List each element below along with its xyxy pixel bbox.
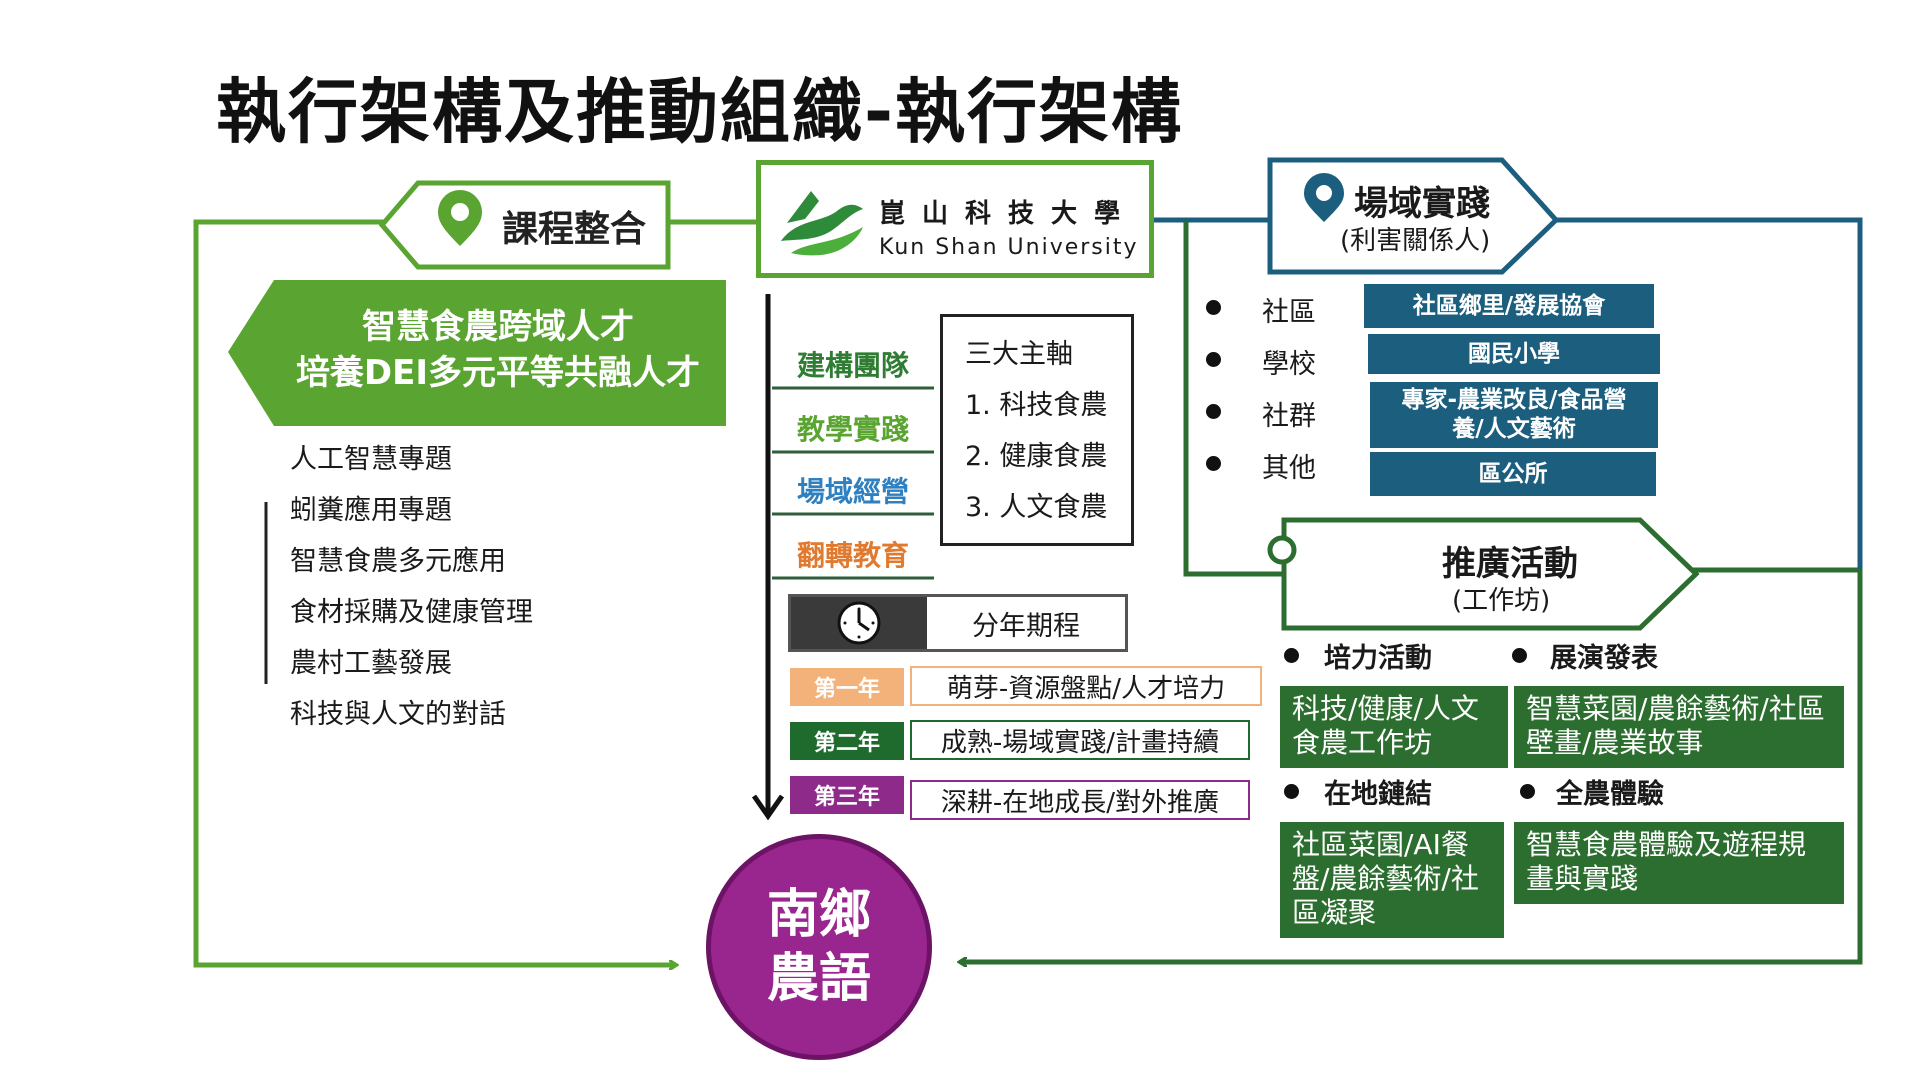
stakeholder-label: 社群	[1262, 401, 1316, 432]
stakeholder-label: 社區	[1262, 297, 1316, 328]
year-badge: 第三年	[790, 776, 904, 814]
activity-label: 展演發表	[1550, 643, 1658, 674]
list-item: 農村工藝發展	[290, 648, 452, 679]
team-label: 教學實踐	[796, 413, 909, 446]
stakeholder-box: 國民小學	[1368, 334, 1660, 374]
university-name-en: Kun Shan University	[879, 235, 1139, 260]
list-item: 智慧食農多元應用	[290, 546, 506, 577]
team-label: 建構團隊	[796, 349, 909, 382]
university-logo-box: 崑山科技大學 Kun Shan University	[756, 160, 1154, 278]
stakeholder-box: 社區鄉里/發展協會	[1364, 284, 1654, 328]
clock-cell	[791, 597, 927, 649]
activity-box: 智慧食農體驗及遊程規畫與實踐	[1514, 822, 1844, 904]
axes-title: 三大主軸	[965, 339, 1073, 370]
list-item: 食材採購及健康管理	[290, 597, 533, 628]
ring-icon	[1267, 535, 1297, 565]
stakeholder-label: 其他	[1262, 453, 1316, 484]
goal-line-1: 智慧食農跨域人才	[362, 307, 634, 347]
activity-box: 智慧菜園/農餘藝術/社區壁畫/農業故事	[1514, 686, 1844, 768]
year-text: 深耕-在地成長/對外推廣	[910, 780, 1250, 820]
bullet	[1520, 784, 1535, 799]
bullet	[1284, 648, 1299, 663]
activity-label: 培力活動	[1324, 643, 1432, 674]
university-logo-icon	[781, 191, 863, 256]
center-circle: 南鄉 農語	[706, 834, 932, 1060]
stakeholder-box: 專家-農業改良/食品營養/人文藝術	[1370, 382, 1658, 448]
goal-line-2: 培養DEI多元平等共融人才	[295, 353, 701, 393]
bullet	[1206, 456, 1221, 471]
page-title: 執行架構及推動組織-執行架構	[216, 71, 1184, 153]
course-label: 課程整合	[502, 209, 647, 250]
goal-banner	[228, 280, 726, 426]
location-pin-icon	[1304, 173, 1344, 222]
team-label: 場域經營	[796, 475, 909, 508]
three-axes-box: 三大主軸 1. 科技食農 2. 健康食農 3. 人文食農	[940, 314, 1134, 546]
university-name-zh: 崑山科技大學	[879, 199, 1138, 229]
center-line-2: 農語	[766, 949, 871, 1009]
axis-item: 3. 人文食農	[965, 492, 1108, 523]
location-pin-icon	[438, 190, 482, 246]
field-right-line	[1540, 217, 1863, 570]
year-text: 成熟-場域實踐/計畫持續	[910, 720, 1250, 760]
year-badge: 第一年	[790, 668, 904, 706]
promo-subtitle: (工作坊)	[1452, 586, 1551, 616]
list-item: 蚓糞應用專題	[290, 495, 452, 526]
bullet	[1512, 648, 1527, 663]
bullet	[1206, 352, 1221, 367]
activity-label: 在地鏈結	[1324, 779, 1432, 810]
bullet	[1206, 300, 1221, 315]
activity-box: 社區菜園/AI餐盤/農餘藝術/社區凝聚	[1280, 822, 1504, 938]
field-title: 場域實踐	[1354, 184, 1490, 224]
stakeholder-label: 學校	[1262, 349, 1316, 380]
team-label: 翻轉教育	[796, 539, 909, 572]
field-subtitle: (利害關係人)	[1340, 226, 1491, 256]
activity-label: 全農體驗	[1556, 779, 1664, 810]
center-line-1: 南鄉	[766, 885, 871, 945]
goal-text: 智慧食農跨域人才 培養DEI多元平等共融人才	[274, 278, 722, 424]
bullet	[1284, 784, 1299, 799]
axis-item: 1. 科技食農	[965, 390, 1108, 421]
schedule-label: 分年期程	[972, 610, 1080, 642]
year-text: 萌芽-資源盤點/人才培力	[910, 666, 1262, 706]
clock-icon	[837, 601, 881, 645]
axis-item: 2. 健康食農	[965, 441, 1108, 472]
bullet	[1206, 404, 1221, 419]
activity-box: 科技/健康/人文食農工作坊	[1280, 686, 1508, 768]
list-item: 科技與人文的對話	[290, 699, 506, 730]
topic-list: 人工智慧專題 蚓糞應用專題 智慧食農多元應用 食材採購及健康管理 農村工藝發展 …	[290, 440, 533, 746]
list-item: 人工智慧專題	[290, 444, 452, 475]
promo-tag	[1281, 517, 1700, 631]
field-promo-line	[1183, 222, 1282, 577]
schedule-header: 分年期程	[788, 594, 1128, 652]
year-badge: 第二年	[790, 722, 904, 760]
promo-title: 推廣活動	[1442, 544, 1578, 584]
stakeholder-box: 區公所	[1370, 452, 1656, 496]
right-flow-line	[960, 567, 1863, 962]
